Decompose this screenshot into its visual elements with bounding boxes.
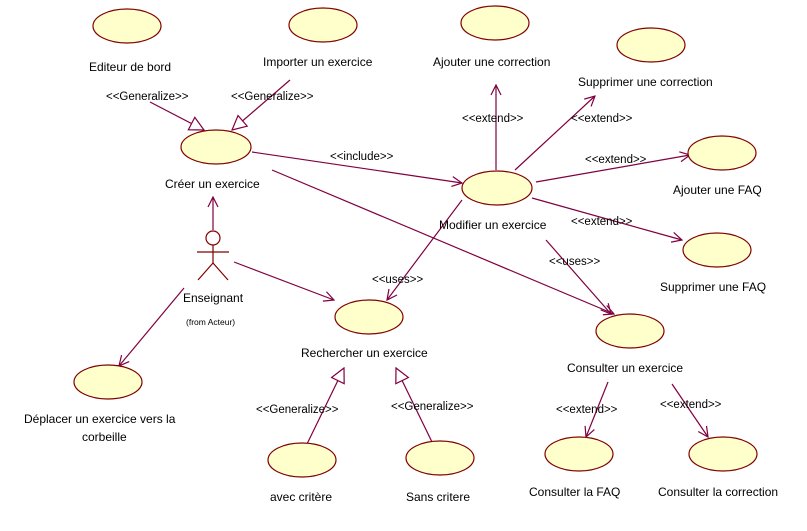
stereo-generalize: <<Generalize>>	[106, 91, 189, 103]
usecase-importer-label: Importer un exercice	[263, 55, 373, 69]
actor-rechercher	[233, 261, 334, 300]
extend-modifier-supprimer-faq	[531, 197, 682, 240]
stereo-generalize: <<Generalize>>	[231, 91, 314, 103]
extend-consulter-correction	[671, 383, 708, 437]
actor-leg-right	[212, 262, 229, 281]
modifier-consulter	[545, 239, 611, 314]
actor-name: Enseignant	[183, 291, 244, 305]
extend-modifier-ajouter-faq	[535, 155, 690, 183]
generalize-avec-rechercher	[306, 368, 344, 445]
relationships	[119, 79, 708, 445]
usecase-modifier-label: Modifier un exercice	[439, 218, 547, 232]
usecase-creer-exercice[interactable]	[180, 129, 252, 165]
usecase-modifier-exercice[interactable]	[461, 170, 533, 206]
stereo-extend: <<extend>>	[571, 113, 633, 125]
usecase-deplacer-label-2: corbeille	[82, 430, 127, 444]
usecase-deplacer-corbeille[interactable]	[73, 364, 143, 400]
generalize-editeur-creer	[149, 101, 204, 130]
usecase-avec-critere-label: avec critère	[270, 490, 332, 504]
usecase-sans-critere-label: Sans critere	[406, 490, 470, 504]
usecase-deplacer-label-1: Déplacer un exercice vers la	[24, 412, 176, 426]
stereo-generalize: <<Generalize>>	[391, 401, 474, 413]
extend-modifier-supprimer-correction	[514, 96, 595, 171]
usecase-creer-label: Créer un exercice	[165, 177, 260, 191]
extend-consulter-faq	[586, 381, 609, 437]
usecases: Editeur de bord Importer un exercice Ajo…	[24, 5, 778, 504]
uses-creer-consulter	[271, 169, 614, 314]
usecase-editeur-label: Editeur de bord	[89, 60, 171, 74]
usecase-supprimer-correction-label: Supprimer une correction	[578, 75, 713, 89]
usecase-avec-critere[interactable]	[267, 442, 337, 478]
stereo-extend: <<extend>>	[660, 399, 722, 411]
usecase-ajouter-faq[interactable]	[687, 135, 757, 171]
usecase-importer-exercice[interactable]	[288, 7, 358, 43]
stereotypes: <<Generalize>> <<Generalize>> <<include>…	[106, 91, 722, 416]
stereo-uses: <<uses>>	[372, 274, 423, 286]
usecase-supprimer-faq-label: Supprimer une FAQ	[660, 280, 766, 294]
usecase-consulter-exercice[interactable]	[595, 313, 665, 349]
uses-modifier-rechercher	[387, 199, 463, 300]
usecase-consulter-correction[interactable]	[688, 436, 758, 472]
usecase-ajouter-faq-label: Ajouter une FAQ	[673, 183, 762, 197]
actor-leg-left	[197, 262, 214, 281]
actor-head	[205, 230, 221, 246]
stereo-extend: <<extend>>	[571, 216, 633, 228]
usecase-rechercher-exercice[interactable]	[334, 299, 404, 335]
generalize-sans-rechercher	[396, 368, 433, 443]
stereo-extend: <<extend>>	[462, 113, 524, 125]
usecase-supprimer-correction[interactable]	[616, 27, 686, 63]
usecase-rechercher-label: Rechercher un exercice	[301, 346, 428, 360]
stereo-extend: <<extend>>	[585, 154, 647, 166]
usecase-consulter-faq[interactable]	[544, 436, 614, 472]
include-creer-modifier	[251, 151, 462, 183]
stereo-extend: <<extend>>	[556, 404, 618, 416]
usecase-ajouter-correction[interactable]	[460, 5, 530, 41]
actor-enseignant[interactable]: Enseignant (from Acteur)	[183, 230, 244, 327]
actor-package: (from Acteur)	[186, 317, 235, 327]
actor-deplacer	[119, 287, 185, 366]
stereo-uses: <<uses>>	[549, 256, 600, 268]
usecase-ajouter-correction-label: Ajouter une correction	[433, 55, 550, 69]
stereo-generalize: <<Generalize>>	[256, 404, 339, 416]
usecase-consulter-correction-label: Consulter la correction	[658, 485, 778, 499]
generalize-importer-creer	[232, 79, 291, 130]
usecase-editeur-de-bord[interactable]	[92, 8, 162, 44]
usecase-consulter-label: Consulter un exercice	[567, 361, 683, 375]
usecase-supprimer-faq[interactable]	[682, 232, 752, 268]
usecase-sans-critere[interactable]	[405, 440, 475, 476]
usecase-consulter-faq-label: Consulter la FAQ	[529, 485, 620, 499]
stereo-include: <<include>>	[330, 151, 394, 163]
